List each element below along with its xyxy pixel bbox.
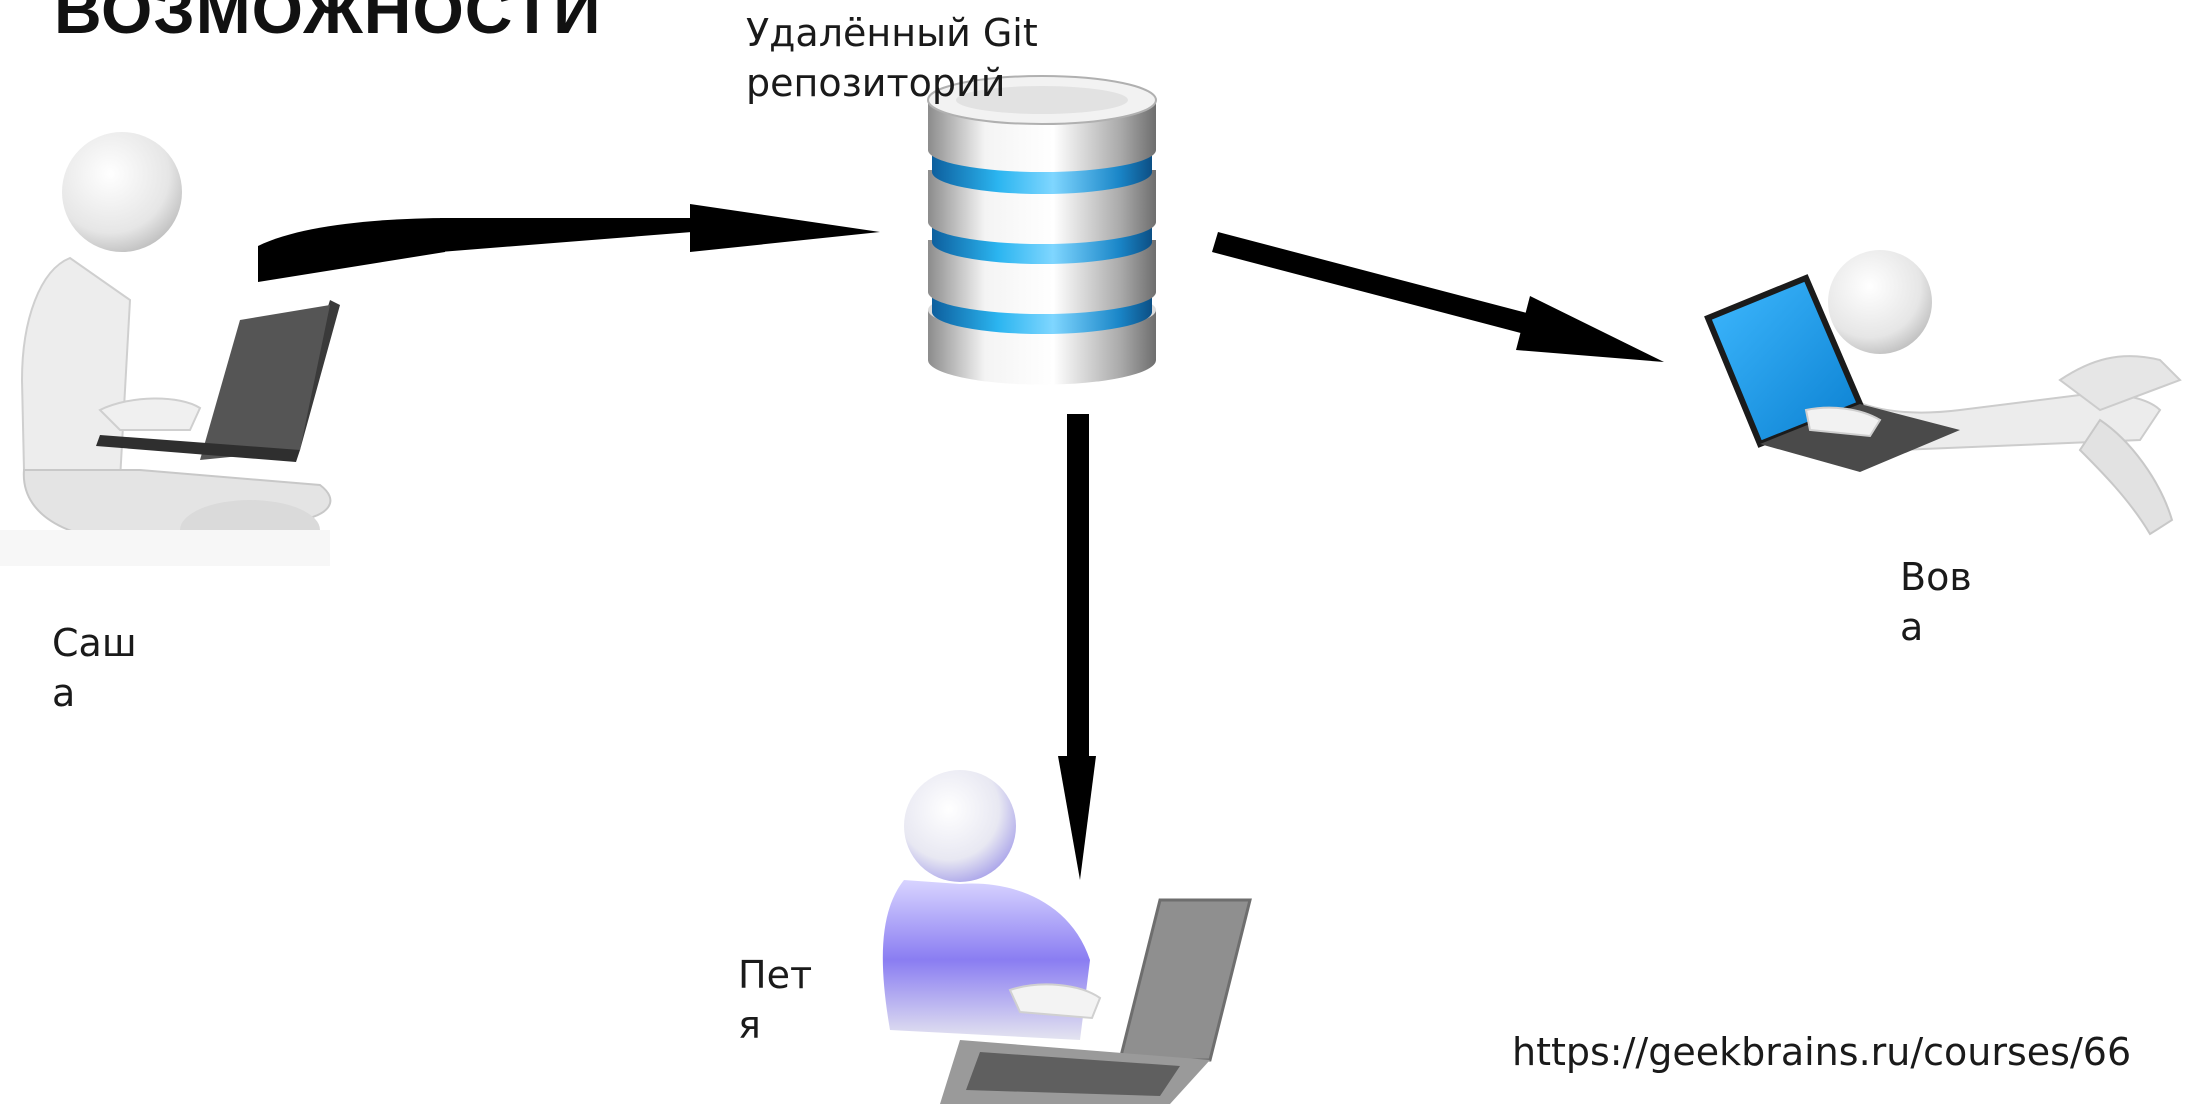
user-label-petya-line2: я [738,1003,761,1047]
course-url-link[interactable]: https://geekbrains.ru/courses/66 [1512,1030,2132,1074]
server-label: Удалённый Git репозиторий [746,8,1038,108]
user-label-vova-line2: а [1900,605,1924,649]
database-server-icon [927,75,1157,385]
vova-figure-icon [1704,250,2182,536]
user-label-petya-line1: Пет [738,953,813,997]
arrow-sasha-to-server [258,204,880,282]
sasha-figure-icon [0,132,340,566]
user-label-sasha-line1: Саш [52,621,137,665]
server-label-line2: репозиторий [746,61,1006,105]
arrow-server-to-vova [1212,232,1664,362]
user-label-vova: Вов а [1900,552,1972,652]
server-label-line1: Удалённый Git [746,11,1038,55]
user-label-vova-line1: Вов [1900,555,1972,599]
user-label-sasha: Саш а [52,618,137,718]
user-label-sasha-line2: а [52,671,76,715]
petya-figure-icon [882,770,1252,1104]
user-label-petya: Пет я [738,950,812,1050]
page-title: ВОЗМОЖНОСТИ [54,0,602,47]
arrow-server-to-petya [1058,414,1096,880]
